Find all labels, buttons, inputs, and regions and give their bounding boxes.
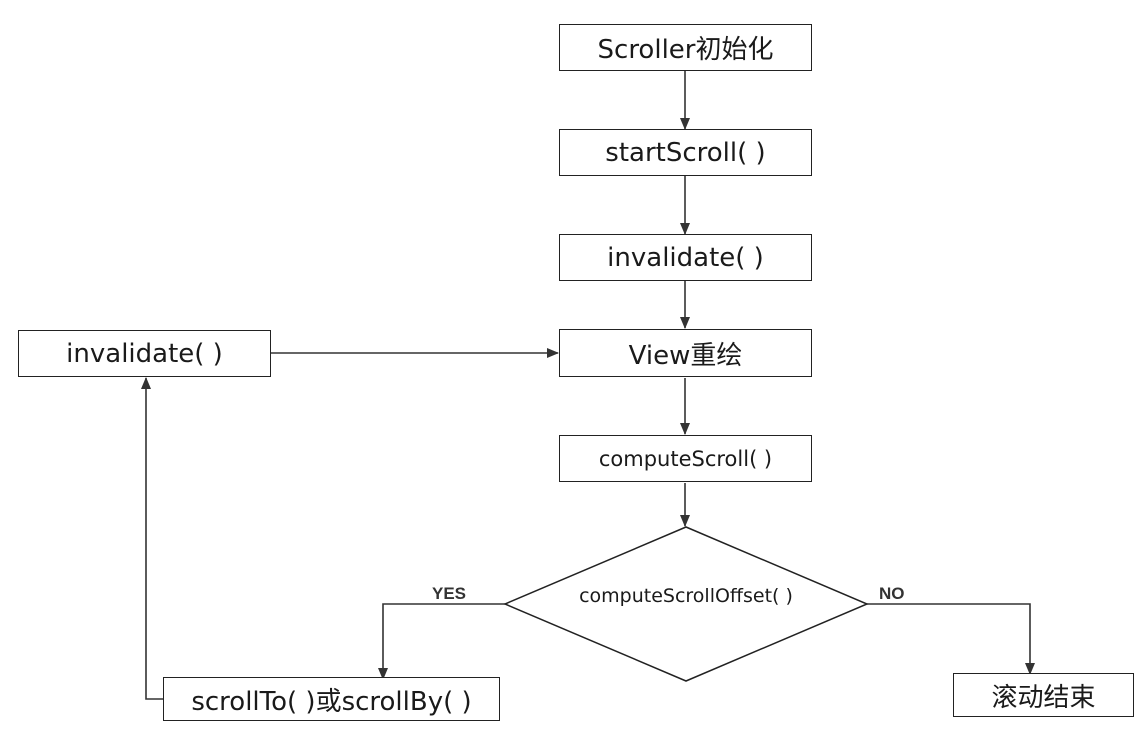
loop-invalidate-node: invalidate( ) (18, 330, 271, 377)
scroll-to-by-label: scrollTo( )或scrollBy( ) (191, 686, 472, 717)
decision-diamond (503, 526, 869, 682)
arrow-decision-yes-branch (378, 603, 505, 680)
yes-branch-label: YES (432, 584, 467, 603)
start-scroll-node: startScroll( ) (559, 129, 812, 176)
invalidate-label: invalidate( ) (607, 242, 764, 273)
scroll-to-by-node: scrollTo( )或scrollBy( ) (163, 677, 500, 721)
decision-label: computeScrollOffset( ) (579, 585, 793, 607)
compute-scroll-label: computeScroll( ) (598, 446, 773, 471)
compute-scroll-node: computeScroll( ) (559, 435, 812, 482)
scroll-end-node: 滚动结束 (953, 673, 1134, 717)
view-redraw-node: View重绘 (559, 329, 812, 377)
loop-invalidate-label: invalidate( ) (66, 338, 223, 369)
start-scroll-label: startScroll( ) (605, 137, 766, 168)
scroller-init-label: Scroller初始化 (597, 35, 774, 65)
scroll-end-label: 滚动结束 (991, 682, 1096, 713)
no-branch-label: NO (879, 584, 905, 603)
arrow-scrollto-to-loop-invalidate (141, 377, 163, 700)
scroller-init-node: Scroller初始化 (559, 24, 812, 71)
invalidate-node: invalidate( ) (559, 234, 812, 281)
view-redraw-label: View重绘 (628, 340, 743, 371)
arrow-decision-no-branch (867, 603, 1035, 675)
